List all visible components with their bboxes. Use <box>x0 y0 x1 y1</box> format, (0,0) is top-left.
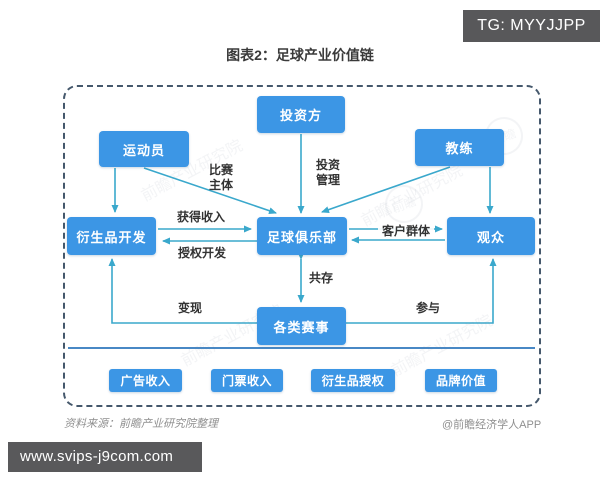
node-events: 各类赛事 <box>257 307 346 345</box>
node-brand-value: 品牌价值 <box>425 369 497 392</box>
node-audience: 观众 <box>447 217 535 255</box>
edge-label-gain-income: 获得收入 <box>176 210 225 224</box>
node-football-club: 足球俱乐部 <box>257 217 347 255</box>
edge-label-participate: 参与 <box>415 301 440 315</box>
edge-label-customer-group: 客户群体 <box>378 224 434 239</box>
node-derivatives: 衍生品开发 <box>67 217 156 255</box>
edge-label-match-body: 比赛 主体 <box>208 163 233 192</box>
edge-events-audience <box>346 258 497 324</box>
diagram-frame: 前瞻产业研究院 前瞻产业研究院 前瞻产业研究院 前瞻产业研究院 前瞻 前瞻 投资… <box>63 85 541 407</box>
telegram-badge: TG: MYYJJPP <box>463 10 600 42</box>
edge-label-invest-mgmt: 投资 管理 <box>315 158 340 187</box>
node-investor: 投资方 <box>257 96 345 133</box>
edge-label-licensed-dev: 授权开发 <box>177 246 226 260</box>
figure-title: 图表2：足球产业价值链 <box>226 47 374 63</box>
url-badge: www.svips-j9com.com <box>8 442 202 472</box>
node-ticket-revenue: 门票收入 <box>211 369 283 392</box>
node-derivative-licensing: 衍生品授权 <box>311 369 395 392</box>
edge-events-derivatives <box>108 258 257 324</box>
node-coach: 教练 <box>415 129 504 166</box>
edge-athlete-club <box>143 167 277 215</box>
node-athlete: 运动员 <box>99 131 189 167</box>
node-ad-revenue: 广告收入 <box>109 369 182 392</box>
edge-coach-club <box>321 166 451 213</box>
credit-note: @前瞻经济学人APP <box>442 419 542 431</box>
source-note: 资料来源：前瞻产业研究院整理 <box>64 418 218 430</box>
edge-label-coexist: 共存 <box>308 271 333 285</box>
edge-label-monetize: 变现 <box>177 301 202 315</box>
